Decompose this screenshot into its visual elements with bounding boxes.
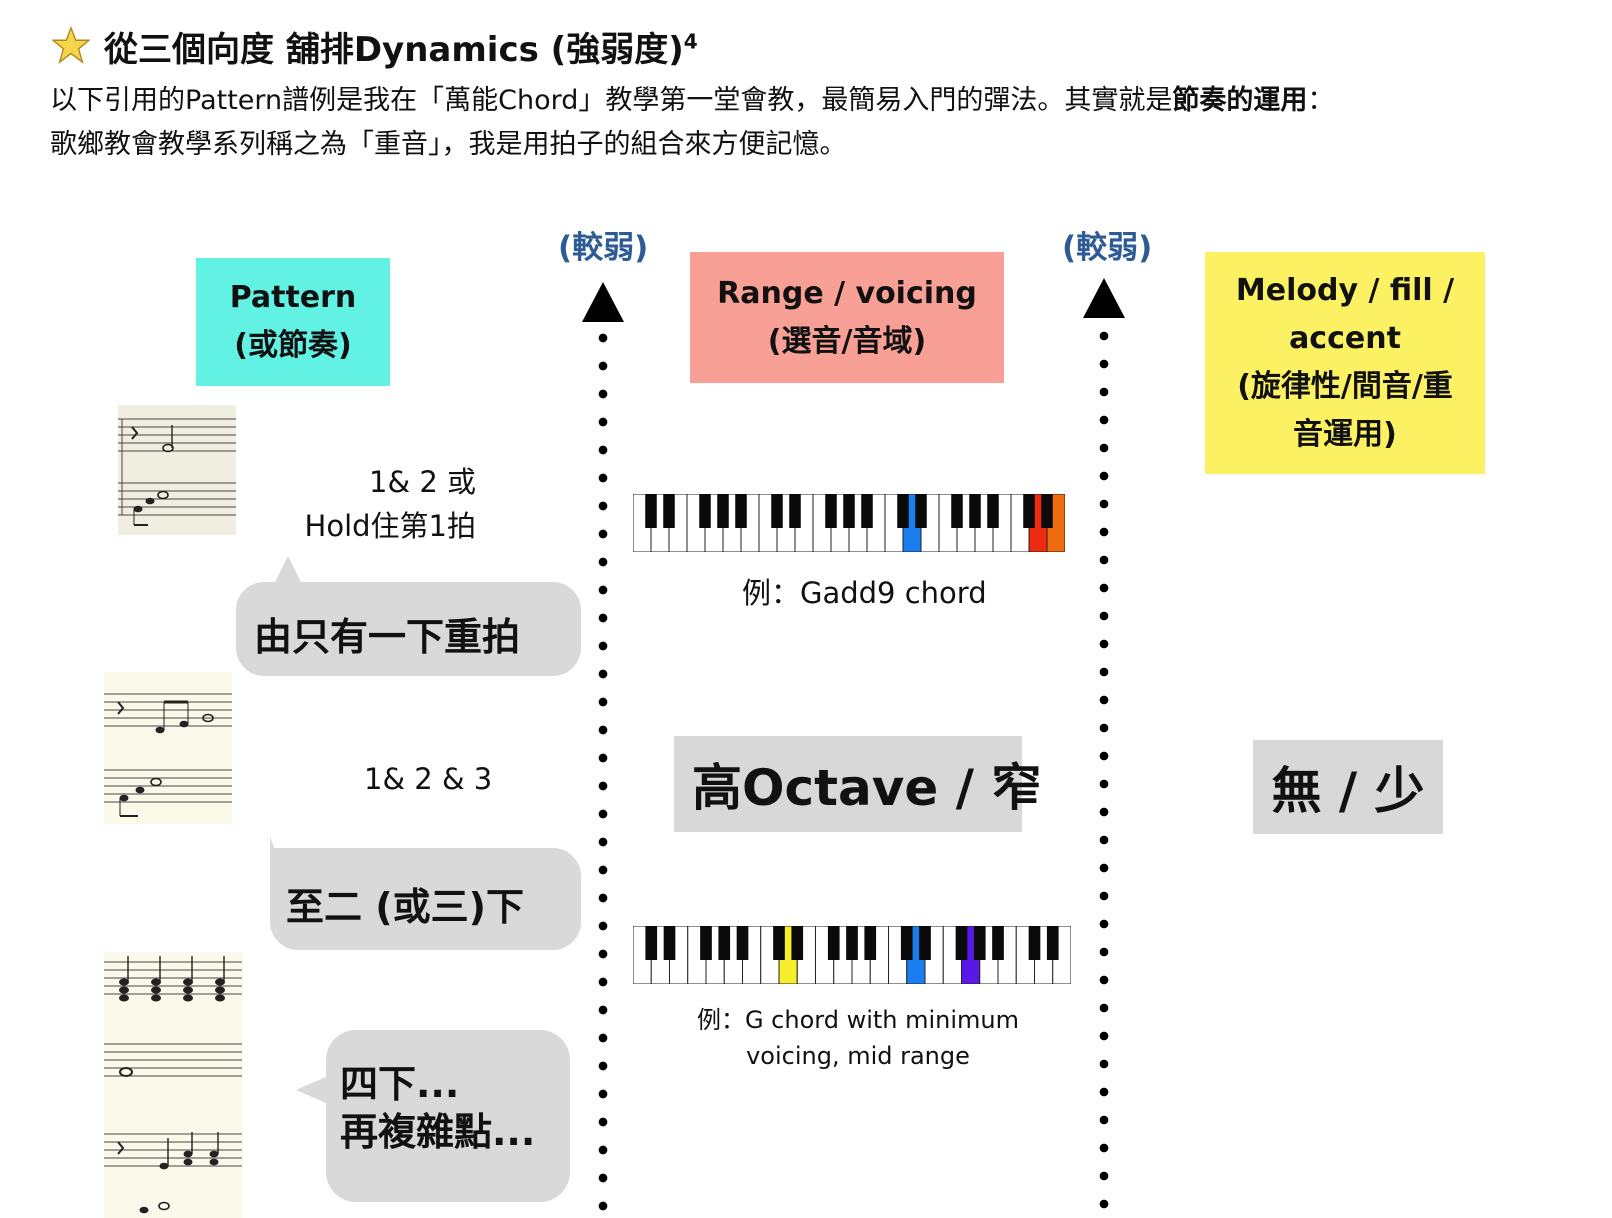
- keyboard-caption-2: 例：G chord with minimum voicing, mid rang…: [690, 1002, 1026, 1074]
- score-thumbnail-1: [118, 405, 236, 535]
- black-key: [827, 926, 840, 960]
- weaker-label-left: (較弱): [558, 230, 649, 266]
- black-key: [861, 494, 873, 528]
- black-key: [736, 926, 749, 960]
- black-key: [791, 926, 804, 960]
- black-key: [987, 494, 999, 528]
- star-icon: [52, 26, 90, 64]
- black-key: [1041, 494, 1053, 528]
- black-key: [1046, 926, 1059, 960]
- black-key: [663, 926, 676, 960]
- page-title-text: 從三個向度 舖排Dynamics (強弱度): [104, 30, 684, 70]
- black-key: [973, 926, 986, 960]
- intro-bold-text: 節奏的運用: [1172, 85, 1308, 116]
- black-key: [919, 926, 931, 960]
- intro-line-1: 以下引用的Pattern譜例是我在「萬能Chord」教學第一堂會教，最簡易入門的…: [50, 78, 1334, 117]
- black-key: [951, 494, 963, 528]
- up-arrow-icon: [582, 282, 624, 322]
- black-key: [846, 926, 858, 960]
- score-thumbnail-3: [104, 952, 242, 1218]
- black-key: [773, 926, 785, 960]
- melody-header-line4: 音運用): [1293, 417, 1397, 452]
- speech-bubble-two-accents: 至二 (或三)下: [270, 836, 581, 950]
- sheet-music-icon: [104, 693, 232, 817]
- keyboard-caption-2-line2: voicing, mid range: [746, 1042, 970, 1070]
- count-pattern-2: 1& 2 & 3: [364, 762, 493, 796]
- black-key: [864, 926, 877, 960]
- count-pattern-1: 1& 2 或 Hold住第1拍: [290, 460, 476, 548]
- pattern-header-line1: Pattern: [229, 280, 357, 315]
- count-pattern-1-line2: Hold住第1拍: [304, 509, 476, 543]
- speech-bubble-four-accents: 四下... 再複雜點...: [296, 1030, 570, 1202]
- pattern-header-line2: (或節奏): [234, 328, 352, 363]
- black-key: [789, 494, 801, 528]
- sheet-music-icon: [118, 418, 236, 526]
- black-key: [1023, 494, 1035, 528]
- black-key: [992, 926, 1004, 960]
- black-key: [955, 926, 968, 960]
- black-key: [900, 926, 913, 960]
- melody-level-label: 無 / 少: [1253, 740, 1443, 834]
- keyboard-caption-2-line1: 例：G chord with minimum: [696, 1006, 1020, 1034]
- range-column-header: Range / voicing (選音/音域): [690, 252, 1004, 383]
- score-thumbnail-2: [104, 672, 232, 824]
- intro-text: 以下引用的Pattern譜例是我在「萬能Chord」教學第一堂會教，最簡易入門的…: [50, 85, 1173, 116]
- dotted-divider-left: [598, 324, 608, 1212]
- page-title: 從三個向度 舖排Dynamics (強弱度)4: [104, 22, 698, 71]
- black-key: [645, 494, 657, 528]
- black-key: [700, 926, 712, 960]
- range-header-line2: (選音/音域): [767, 323, 927, 359]
- up-arrow-icon: [1083, 278, 1125, 318]
- pattern-column-header: Pattern (或節奏): [196, 258, 390, 386]
- black-key: [699, 494, 711, 528]
- melody-header-line3: (旋律性/間音/重: [1237, 369, 1453, 404]
- black-key: [1028, 926, 1041, 960]
- piano-keyboard-gadd9: [633, 494, 1065, 552]
- black-key: [735, 494, 747, 528]
- keyboard-caption-1: 例：Gadd9 chord: [742, 576, 987, 610]
- black-key: [771, 494, 783, 528]
- black-key: [645, 926, 658, 960]
- black-key: [843, 494, 855, 528]
- melody-header-line1: Melody / fill /: [1235, 273, 1455, 308]
- bubble3-line1: 四下...: [340, 1062, 460, 1106]
- black-key: [663, 494, 675, 528]
- bubble3-line2: 再複雜點...: [340, 1110, 536, 1154]
- black-key: [825, 494, 837, 528]
- black-key: [718, 926, 731, 960]
- black-key: [717, 494, 729, 528]
- black-key: [897, 494, 909, 528]
- black-key: [969, 494, 981, 528]
- sheet-music-icon: [104, 956, 242, 1214]
- footnote-marker: 4: [683, 29, 698, 54]
- weaker-label-right: (較弱): [1062, 230, 1153, 266]
- intro-punct: ：: [1307, 85, 1335, 116]
- melody-column-header: Melody / fill / accent (旋律性/間音/重 音運用): [1205, 252, 1485, 474]
- melody-header-line2: accent: [1289, 321, 1401, 356]
- speech-bubble-one-accent: 由只有一下重拍: [236, 556, 581, 676]
- count-pattern-1-line1: 1& 2 或: [369, 465, 476, 499]
- range-level-label: 高Octave / 窄: [674, 736, 1041, 832]
- black-key: [915, 494, 927, 528]
- range-header-line1: Range / voicing: [717, 275, 977, 311]
- intro-line-2: 歌鄉教會教學系列稱之為「重音」，我是用拍子的組合來方便記憶。: [50, 129, 847, 160]
- dotted-divider-right: [1099, 322, 1109, 1212]
- piano-keyboard-g-chord: [633, 926, 1071, 984]
